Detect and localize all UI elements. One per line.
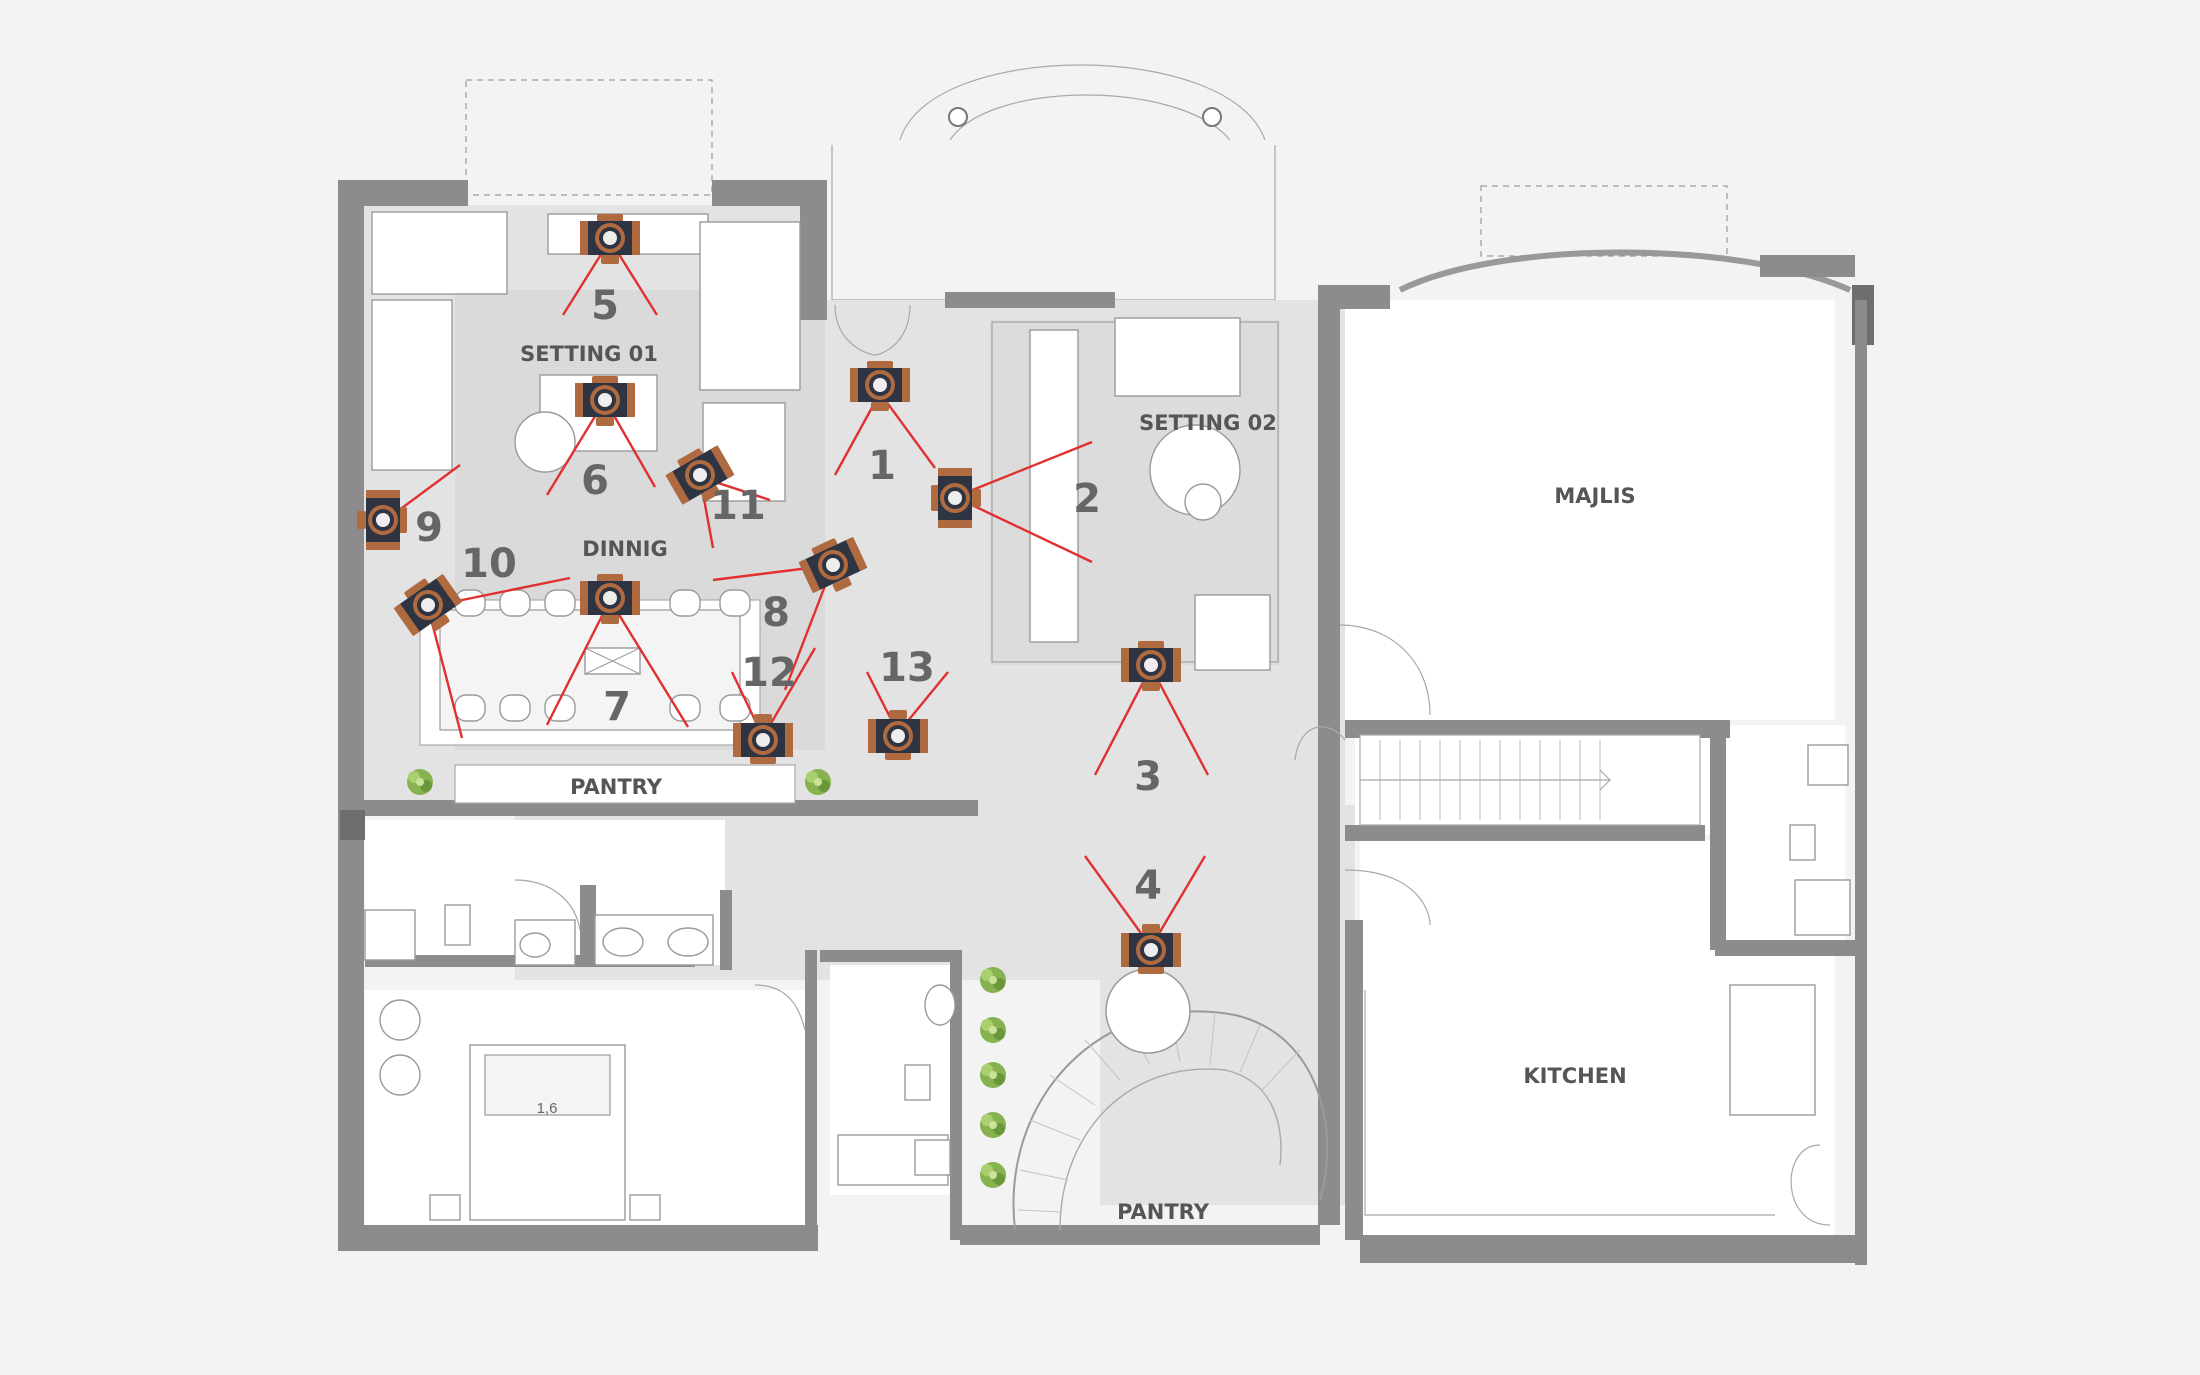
camera-label-8: 8 [762, 590, 790, 636]
bed-dimension: 1,6 [537, 1100, 558, 1117]
camera-label-12: 12 [741, 650, 797, 696]
camera-label-3: 3 [1134, 754, 1162, 800]
room-label-setting02: SETTING 02 [1139, 411, 1277, 435]
potted-plant-icon [980, 1017, 1006, 1043]
camera-label-9: 9 [415, 505, 443, 551]
camera-label-1: 1 [868, 443, 896, 489]
camera-label-4: 4 [1134, 863, 1162, 909]
room-label-dinnig: DINNIG [582, 537, 667, 561]
room-label-setting01: SETTING 01 [520, 342, 658, 366]
room-label-majlis: MAJLIS [1554, 484, 1635, 508]
camera-label-13: 13 [879, 645, 935, 691]
camera-label-5: 5 [591, 283, 619, 329]
potted-plant-icon [980, 967, 1006, 993]
camera-label-2: 2 [1073, 476, 1101, 522]
room-label-kitchen: KITCHEN [1523, 1064, 1626, 1088]
potted-plant-icon [805, 769, 831, 795]
potted-plant-icon [980, 1112, 1006, 1138]
potted-plant-icon [980, 1162, 1006, 1188]
camera-label-7: 7 [603, 684, 631, 730]
potted-plant-icon [980, 1062, 1006, 1088]
room-label-pantry-left: PANTRY [570, 775, 663, 799]
camera-label-6: 6 [581, 458, 609, 504]
potted-plant-icon [407, 769, 433, 795]
camera-label-10: 10 [461, 541, 517, 587]
camera-label-11: 11 [710, 483, 766, 529]
room-label-pantry-bottom: PANTRY [1117, 1200, 1210, 1224]
